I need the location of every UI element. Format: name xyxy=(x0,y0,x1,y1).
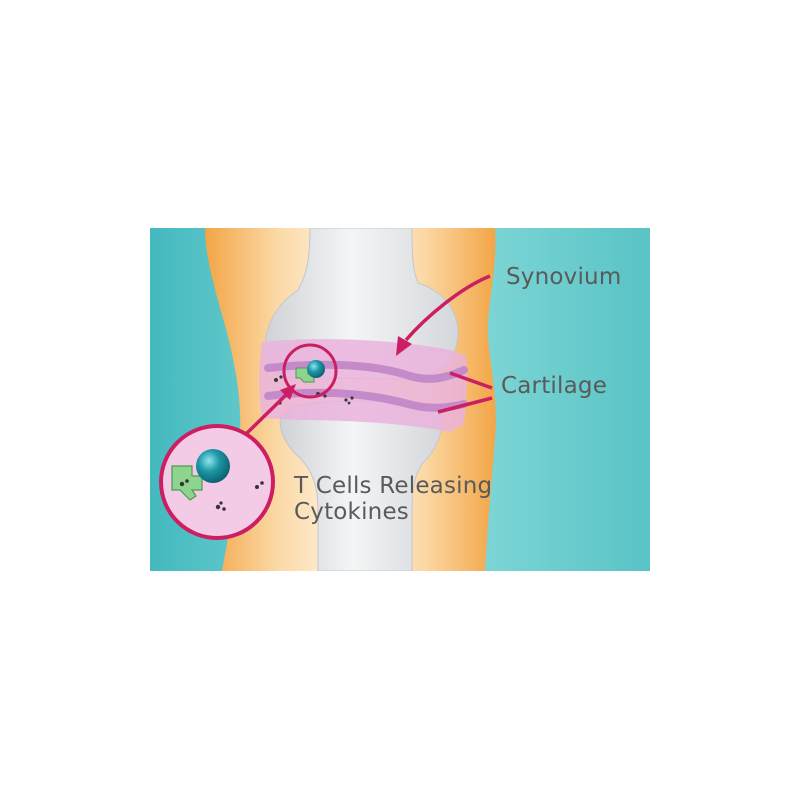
t-cells-label: T Cells Releasing Cytokines xyxy=(294,473,492,526)
pointer-arrowhead xyxy=(280,384,296,400)
pointer-arrow xyxy=(244,391,290,436)
cartilage-leader-lower xyxy=(437,396,493,414)
cartilage-label: Cartilage xyxy=(501,373,608,399)
knee-joint-diagram: Synovium Cartilage T Cells Releasing Cyt… xyxy=(150,228,650,571)
cartilage-leader-upper xyxy=(449,371,493,390)
synovium-arrowhead xyxy=(396,336,412,356)
cartilage-upper xyxy=(264,360,468,383)
t-cells-label-line2: Cytokines xyxy=(294,499,409,526)
t-cell-receptor xyxy=(171,465,203,501)
magnifier-circle-icon xyxy=(159,424,275,540)
cartilage-lower xyxy=(264,388,468,412)
synovium-arrow xyxy=(404,274,491,342)
t-cell-icon xyxy=(295,360,325,383)
magnifier-small-ring xyxy=(282,343,338,399)
t-cell-body xyxy=(196,449,230,483)
t-cells-label-line1: T Cells Releasing xyxy=(294,473,493,499)
synovium-label: Synovium xyxy=(506,264,622,290)
